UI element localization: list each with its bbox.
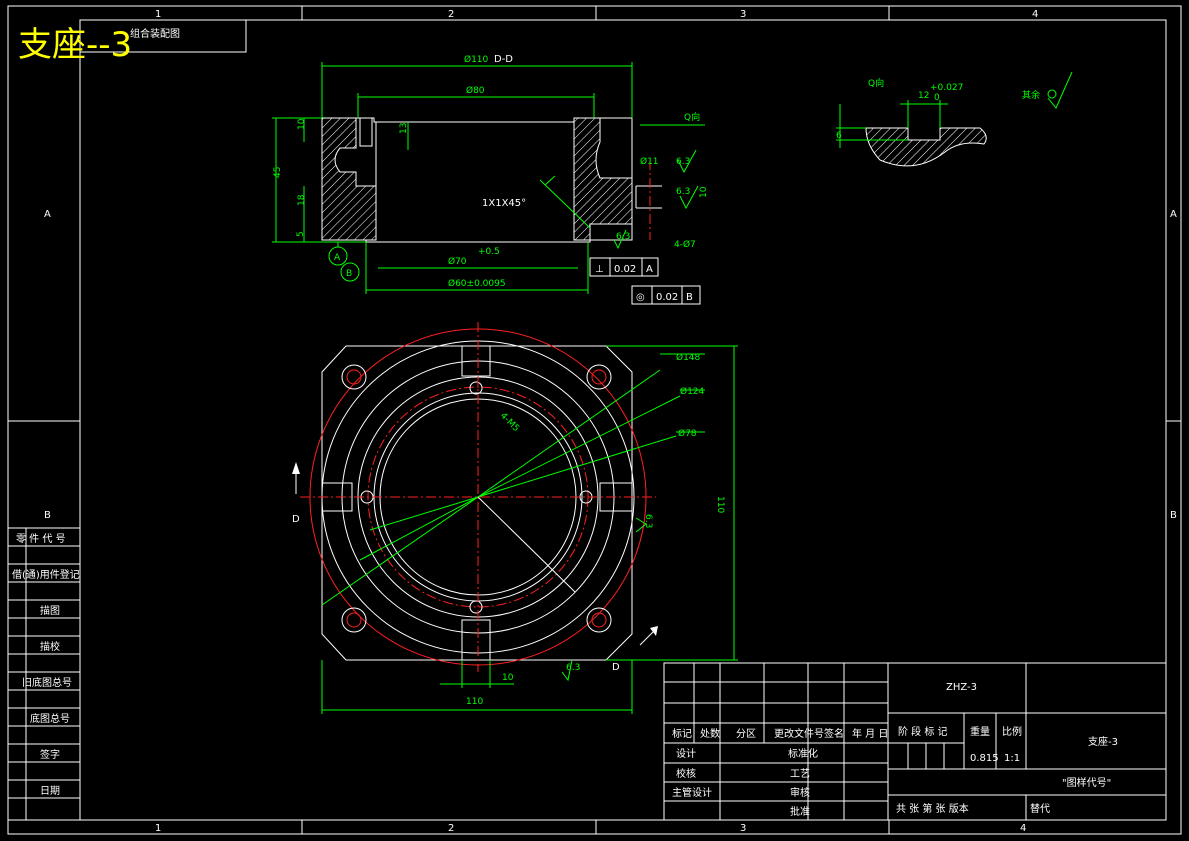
dim-h10b: 10 xyxy=(699,186,709,198)
inner-border xyxy=(79,19,1167,821)
plan-holes: 4-M5 xyxy=(498,411,521,434)
title-small: 组合装配图 xyxy=(130,27,180,40)
tol2-symbol: ◎ xyxy=(636,292,645,303)
tb-design: 设计 xyxy=(676,747,696,760)
tb-scale-label: 比例 xyxy=(1002,725,1022,738)
datum-a: A xyxy=(334,253,341,263)
rough-63b: 6.3 xyxy=(676,187,690,197)
title-label-box xyxy=(79,19,247,53)
dim-d7: 4-Ø7 xyxy=(674,239,696,250)
plan-h110: 110 xyxy=(715,496,725,513)
tb-check: 校核 xyxy=(676,767,696,780)
tb-approve: 批准 xyxy=(790,805,810,818)
dim-d60: Ø60±0.0095 xyxy=(448,278,506,289)
dim-d11: Ø11 xyxy=(640,156,659,167)
tb-part-name: 支座-3 xyxy=(1088,735,1118,748)
q-view-tol: +0.027 xyxy=(930,83,963,93)
rough-63a: 6.3 xyxy=(676,157,690,167)
left-table-3: 描校 xyxy=(40,640,60,653)
tb-hdr-count: 处数 xyxy=(700,727,720,740)
q-view xyxy=(836,71,1073,167)
tb-drawing-code: "图样代号" xyxy=(1062,776,1111,789)
left-table-1: 借(通)用件登记 xyxy=(12,568,80,581)
col-label-3b: 3 xyxy=(740,823,746,834)
dim-h10: 10 xyxy=(297,118,307,130)
plan-w10: 10 xyxy=(502,673,514,683)
col-label-3: 3 xyxy=(740,9,746,20)
section-view xyxy=(272,62,705,305)
tb-weight-label: 重量 xyxy=(970,725,990,738)
plan-view xyxy=(292,322,738,714)
tb-hdr-doc: 更改文件号 xyxy=(774,727,824,740)
dim-d80: Ø80 xyxy=(466,85,485,96)
tb-hdr-date: 年 月 日 xyxy=(852,727,888,740)
tol1-ref: A xyxy=(646,264,653,275)
outer-border xyxy=(7,5,1182,835)
left-table-7: 日期 xyxy=(40,785,60,797)
tol1-symbol: ⊥ xyxy=(595,264,604,275)
col-label-1: 1 xyxy=(155,9,161,20)
left-table-4: 旧底图总号 xyxy=(22,676,72,689)
tb-process: 工艺 xyxy=(790,768,810,780)
dim-d70: Ø70 xyxy=(448,256,467,267)
plan-section-d1: D xyxy=(292,514,300,525)
dim-h5: 5 xyxy=(296,231,306,237)
tb-weight: 0.815 xyxy=(970,753,999,764)
q-view-height: 6 xyxy=(836,131,842,141)
tb-hdr-sign: 签名 xyxy=(824,727,844,740)
left-table-5: 底图总号 xyxy=(30,712,70,725)
left-table-0: 零 件 代 号 xyxy=(16,533,66,545)
tol2-ref: B xyxy=(686,292,693,303)
tol1-value: 0.02 xyxy=(614,264,636,275)
tb-hdr-mark: 标记 xyxy=(672,728,692,740)
tb-replace: 替代 xyxy=(1030,802,1050,815)
rough-63c: 6.3 xyxy=(616,232,630,242)
q-view-tol2: 0 xyxy=(934,93,940,103)
tol2-value: 0.02 xyxy=(656,292,678,303)
plan-d124: Ø124 xyxy=(680,386,705,397)
col-label-2b: 2 xyxy=(448,823,454,834)
tb-sheets: 共 张 第 张 版本 xyxy=(896,802,969,815)
tb-stage: 阶 段 标 记 xyxy=(898,725,948,738)
row-label-b-right: B xyxy=(1170,510,1177,521)
left-table-6: 签字 xyxy=(40,748,60,761)
row-label-b: B xyxy=(44,510,51,521)
tb-chief: 主管设计 xyxy=(672,786,712,799)
plan-d148: Ø148 xyxy=(676,352,701,363)
section-name: D-D xyxy=(494,54,513,65)
row-label-a-right: A xyxy=(1170,209,1177,220)
col-label-4: 4 xyxy=(1032,9,1038,20)
datum-b: B xyxy=(346,269,352,279)
title-block xyxy=(663,662,1167,821)
tb-scale: 1:1 xyxy=(1004,753,1020,764)
dim-d110: Ø110 xyxy=(464,54,489,65)
dim-h45: 45 xyxy=(273,167,283,178)
tb-drawing-no: ZHZ-3 xyxy=(946,682,977,693)
tb-hdr-zone: 分区 xyxy=(736,728,756,740)
col-label-1b: 1 xyxy=(155,823,161,834)
plan-d78: Ø78 xyxy=(678,428,697,439)
dim-chamfer: 1X1X45° xyxy=(482,198,526,209)
q-view-label: Q向 xyxy=(868,77,884,89)
row-label-a: A xyxy=(44,209,51,220)
col-label-2: 2 xyxy=(448,9,454,20)
q-view-width: 12 xyxy=(918,91,929,101)
left-table-2: 描图 xyxy=(40,604,60,617)
col-label-4b: 4 xyxy=(1020,823,1026,834)
plan-rough: 6.3 xyxy=(566,663,580,673)
tb-standard: 标准化 xyxy=(788,747,818,760)
title-big: 支座--3 xyxy=(18,25,132,65)
rest-roughness: 其余 xyxy=(1022,89,1040,101)
dim-h18: 18 xyxy=(297,194,307,206)
plan-rough2: 6.3 xyxy=(643,514,653,528)
dim-h13: 13 xyxy=(399,123,409,134)
dim-d70-tol: +0.5 xyxy=(478,247,500,257)
left-side-table xyxy=(7,527,81,821)
q-direction: Q向 xyxy=(684,111,700,123)
tb-review: 审核 xyxy=(790,786,810,799)
plan-w110: 110 xyxy=(466,697,483,707)
plan-section-d2: D xyxy=(612,662,620,673)
